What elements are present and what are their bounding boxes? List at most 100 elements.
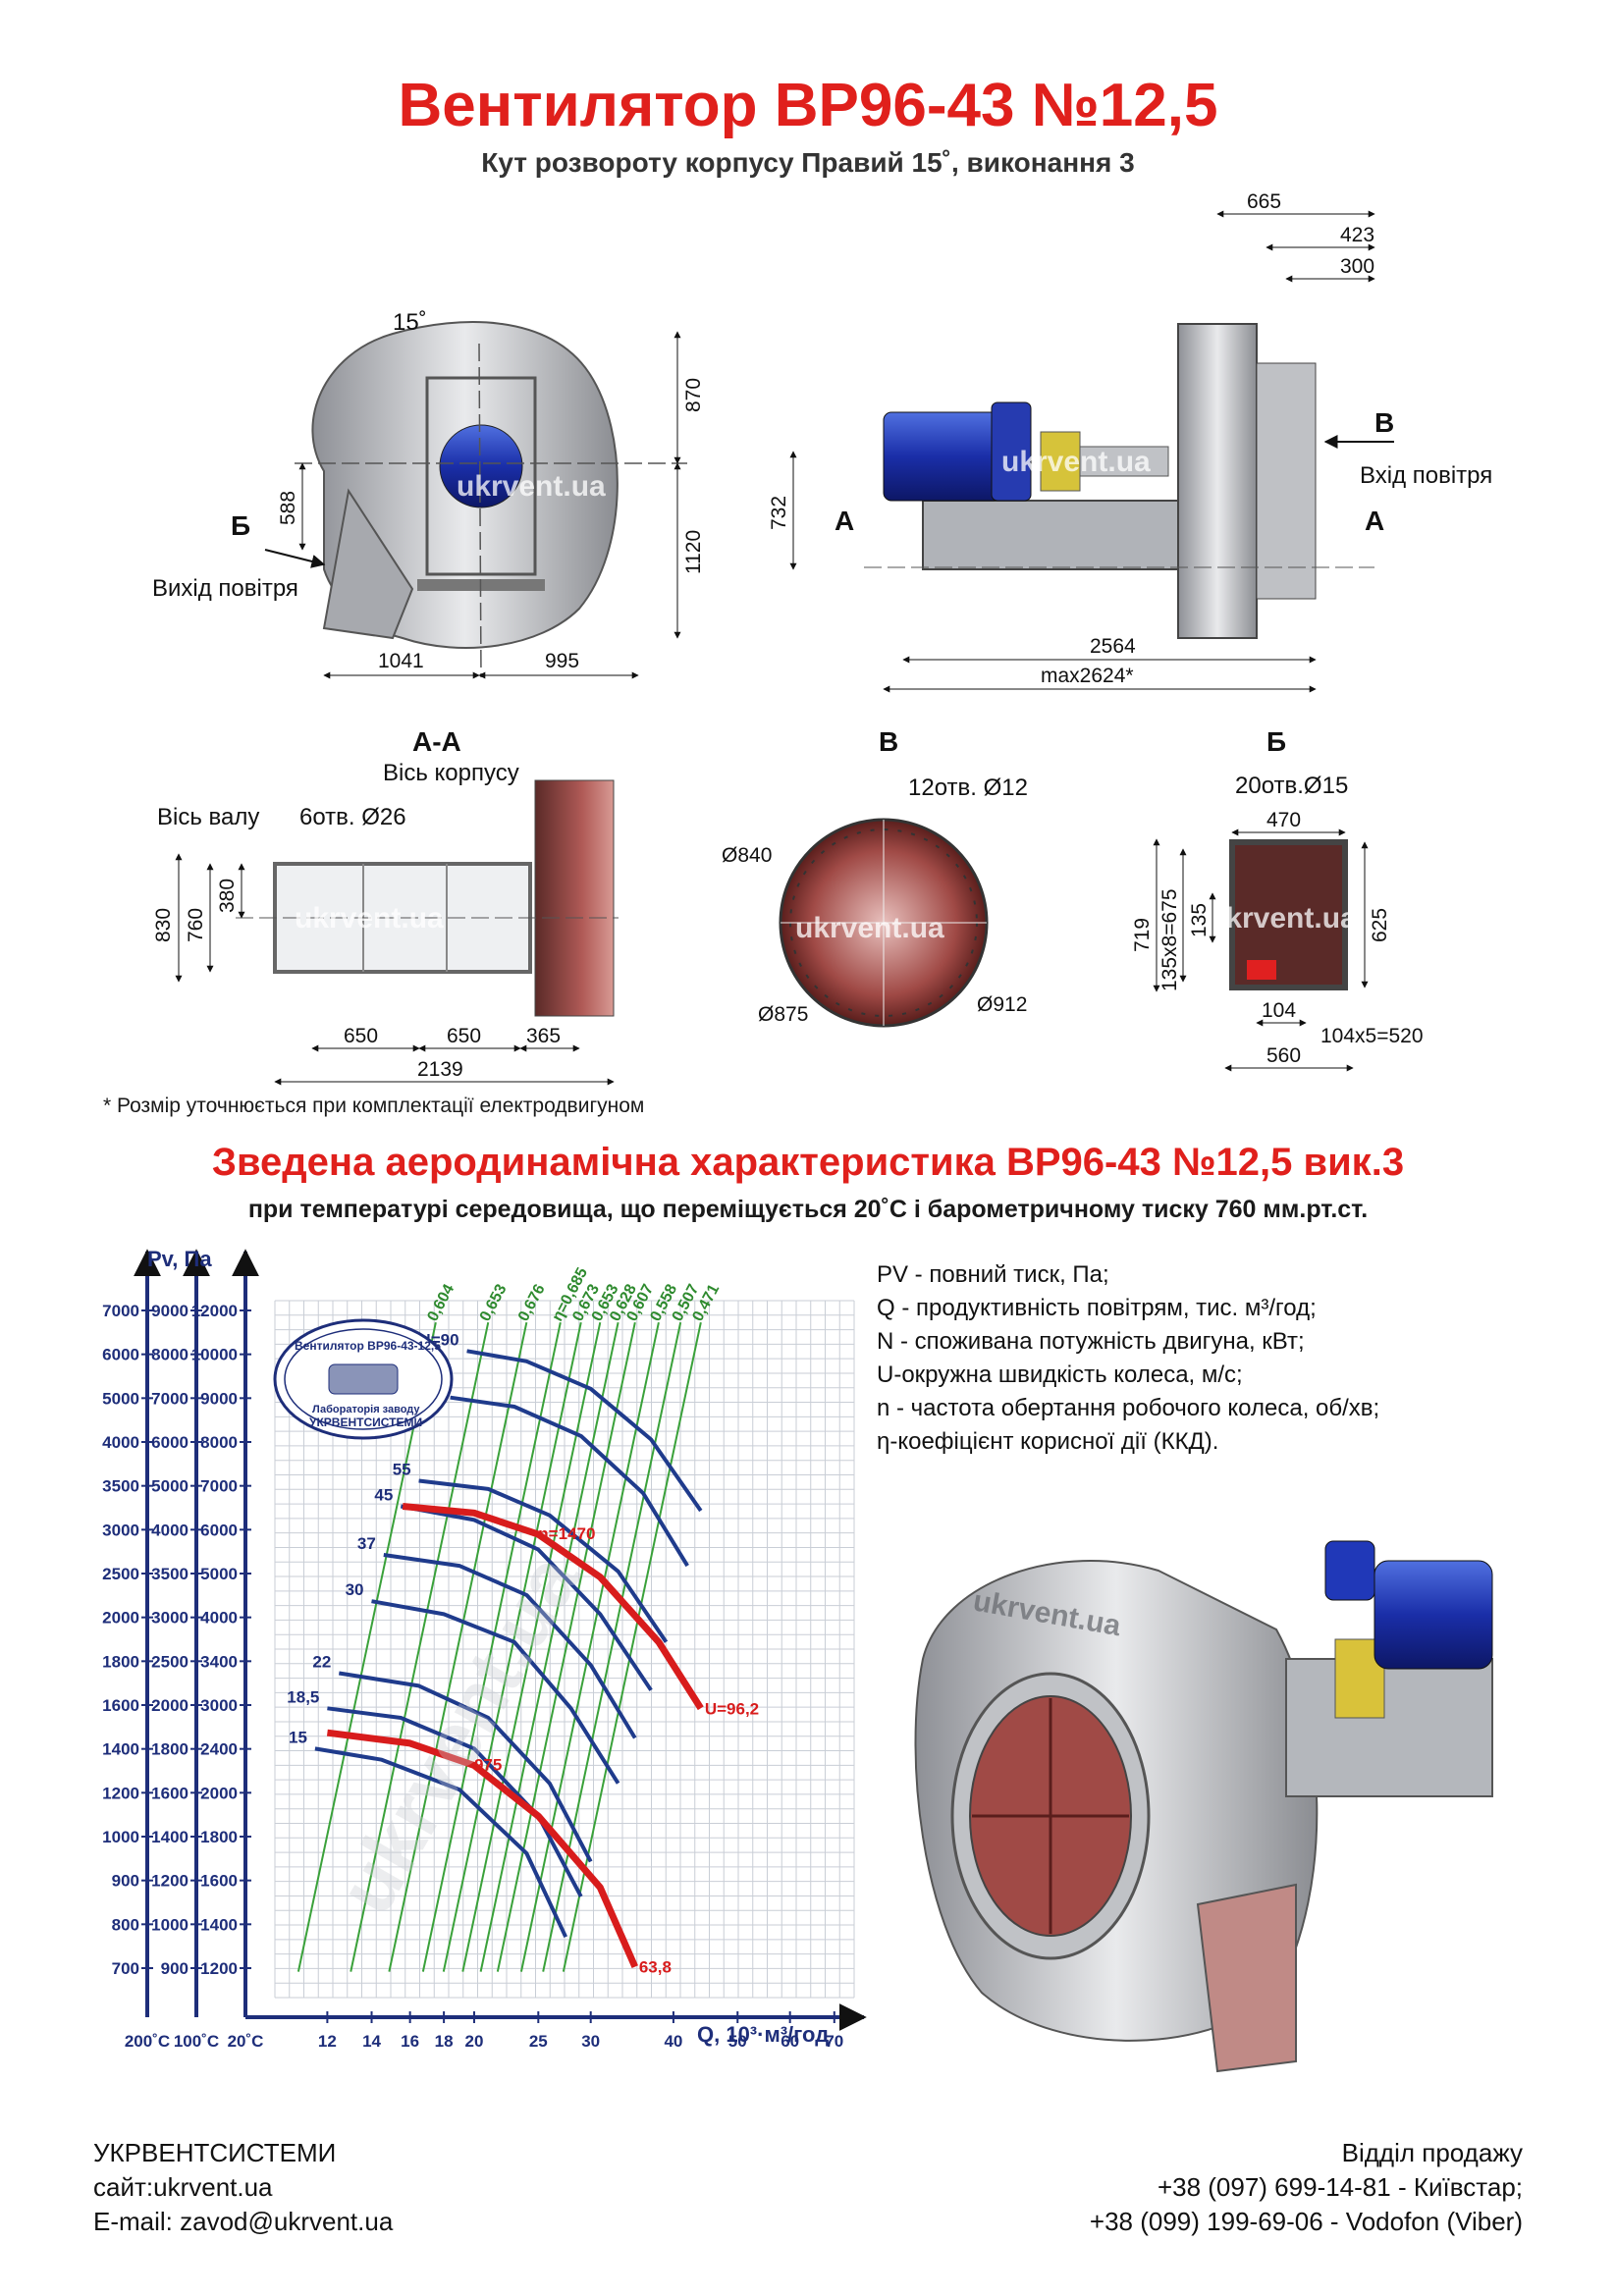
pressure-tick-label: 6000 — [151, 1433, 189, 1452]
section-aa: А-А Вісь корпусу Вісь валу 6отв. Ø26 ukr… — [152, 726, 619, 1086]
power-curves: N=9075554537302218,515 — [287, 1330, 703, 1939]
front-view: ukrvent.ua 15˚ Б Вихід повітря 870 1120 … — [152, 309, 705, 679]
pressure-tick-label: 1600 — [200, 1872, 238, 1891]
pressure-tick-label: 1600 — [102, 1696, 139, 1715]
temp-axis-label: 20˚С — [228, 2032, 264, 2051]
watermark: ukrvent.ua — [457, 470, 606, 503]
pressure-tick-label: 2000 — [200, 1784, 238, 1802]
stamp-line-2: Лабораторія заводу — [312, 1404, 420, 1415]
section-mark-v: В — [1374, 407, 1394, 438]
fan-illustration: ukrvent.ua — [914, 1540, 1493, 2073]
legend-item: N - споживана потужність двигуна, кВт; — [877, 1328, 1305, 1355]
efficiency-line — [542, 1321, 682, 1972]
x-tick-label: 16 — [401, 2032, 419, 2051]
section-mark-a-right: А — [1365, 506, 1384, 536]
x-tick-label: 70 — [825, 2032, 843, 2051]
temp-axis-label: 200˚С — [125, 2032, 170, 2051]
dim-625: 625 — [1369, 908, 1391, 942]
dim-1120: 1120 — [682, 530, 705, 574]
phone-kyivstar[interactable]: +38 (097) 699-14-81 - Київстар; — [1157, 2172, 1523, 2202]
page-subtitle: Кут розвороту корпусу Правий 15˚, викона… — [481, 147, 1135, 178]
speed-curve-label: n=1470 — [538, 1524, 595, 1543]
power-curve — [383, 1553, 637, 1739]
x-tick-label: 50 — [728, 2032, 747, 2051]
efficiency-label: 0,653 — [477, 1282, 511, 1324]
dim-719: 719 — [1131, 918, 1154, 952]
speed-curve-end-label: U=96,2 — [705, 1699, 759, 1718]
speed-curve-label: 975 — [474, 1755, 502, 1774]
dim-380: 380 — [216, 879, 239, 913]
watermark-v: ukrvent.ua — [795, 912, 944, 944]
dim-760: 760 — [185, 908, 207, 942]
pressure-tick-label: 2500 — [102, 1565, 139, 1583]
pressure-tick-label: 9000 — [200, 1389, 238, 1408]
pressure-tick-label: 7000 — [151, 1389, 189, 1408]
pressure-tick-label: 10000 — [191, 1346, 238, 1364]
dim-2564: 2564 — [1090, 635, 1136, 658]
x-tick-label: 20 — [465, 2032, 484, 2051]
power-curve — [314, 1746, 568, 1939]
email-link[interactable]: E-mail: zavod@ukrvent.ua — [93, 2207, 394, 2236]
dim-650b: 650 — [447, 1025, 481, 1047]
pressure-tick-label: 1000 — [102, 1828, 139, 1846]
power-curve — [418, 1478, 669, 1643]
pressure-tick-label: 2000 — [102, 1609, 139, 1628]
dim-d912: Ø912 — [977, 993, 1027, 1016]
pressure-tick-label: 6000 — [200, 1521, 238, 1539]
dim-560: 560 — [1266, 1044, 1301, 1067]
power-curve-label: 55 — [393, 1460, 411, 1478]
pressure-tick-label: 4000 — [102, 1433, 139, 1452]
dim-104: 104 — [1262, 999, 1296, 1022]
dim-870: 870 — [682, 378, 705, 412]
pressure-tick-label: 1200 — [200, 1959, 238, 1978]
stamp-line-1: Вентилятор ВР96-43-12,5 — [295, 1339, 441, 1353]
power-curve — [450, 1395, 689, 1568]
pressure-tick-label: 2000 — [151, 1696, 189, 1715]
pressure-tick-label: 1800 — [200, 1828, 238, 1846]
legend-item: U-окружна швидкість колеса, м/с; — [877, 1362, 1243, 1388]
pressure-tick-label: 1800 — [102, 1652, 139, 1671]
dim-135: 135 — [1188, 903, 1211, 937]
pressure-tick-label: 5000 — [200, 1565, 238, 1583]
pressure-tick-label: 800 — [112, 1915, 139, 1934]
pressure-tick-label: 1200 — [151, 1872, 189, 1891]
dim-1041: 1041 — [378, 650, 424, 672]
dim-665: 665 — [1247, 190, 1281, 213]
footer-sales: Відділ продажу +38 (097) 699-14-81 - Киї… — [1090, 2136, 1523, 2239]
dim-650a: 650 — [344, 1025, 378, 1047]
section-aa-title: А-А — [412, 726, 461, 757]
dim-d840: Ø840 — [722, 844, 772, 867]
efficiency-line — [388, 1321, 528, 1972]
dim-max2624: max2624* — [1041, 665, 1134, 687]
pressure-tick-label: 9000 — [151, 1302, 189, 1320]
efficiency-line — [479, 1321, 619, 1972]
pressure-tick-label: 1000 — [151, 1915, 189, 1934]
x-tick-label: 40 — [664, 2032, 682, 2051]
pressure-tick-label: 7000 — [102, 1302, 139, 1320]
pressure-tick-label: 4000 — [200, 1609, 238, 1628]
site-link[interactable]: сайт:ukrvent.ua — [93, 2172, 273, 2202]
phone-vodafone[interactable]: +38 (099) 199-69-06 - Vodofon (Viber) — [1089, 2207, 1523, 2236]
pressure-tick-label: 1800 — [151, 1740, 189, 1759]
stamp-line-3: УКРВЕНТСИСТЕМИ — [309, 1415, 422, 1429]
x-tick-label: 25 — [529, 2032, 548, 2051]
footer-contacts: УКРВЕНТСИСТЕМИ сайт:ukrvent.ua E-mail: z… — [93, 2136, 393, 2239]
pressure-tick-label: 900 — [161, 1959, 189, 1978]
pressure-tick-label: 3400 — [200, 1652, 238, 1671]
power-curve — [327, 1706, 583, 1898]
view-be-title: Б — [1266, 726, 1286, 757]
dim-830: 830 — [152, 908, 175, 942]
power-curve — [400, 1504, 653, 1691]
watermark-aa: ukrvent.ua — [295, 902, 444, 934]
efficiency-line — [421, 1321, 562, 1972]
lab-stamp: Вентилятор ВР96-43-12,5 Лабораторія заво… — [273, 1318, 454, 1440]
performance-subtitle: при температурі середовища, що переміщує… — [247, 1196, 1369, 1223]
pressure-tick-label: 7000 — [200, 1477, 238, 1496]
dim-470: 470 — [1266, 809, 1301, 831]
power-curve — [338, 1671, 593, 1863]
dim-135x8: 135x8=675 — [1158, 888, 1181, 991]
dim-588: 588 — [277, 491, 299, 525]
x-tick-label: 12 — [318, 2032, 337, 2051]
holes-be: 20отв.Ø15 — [1235, 773, 1348, 799]
